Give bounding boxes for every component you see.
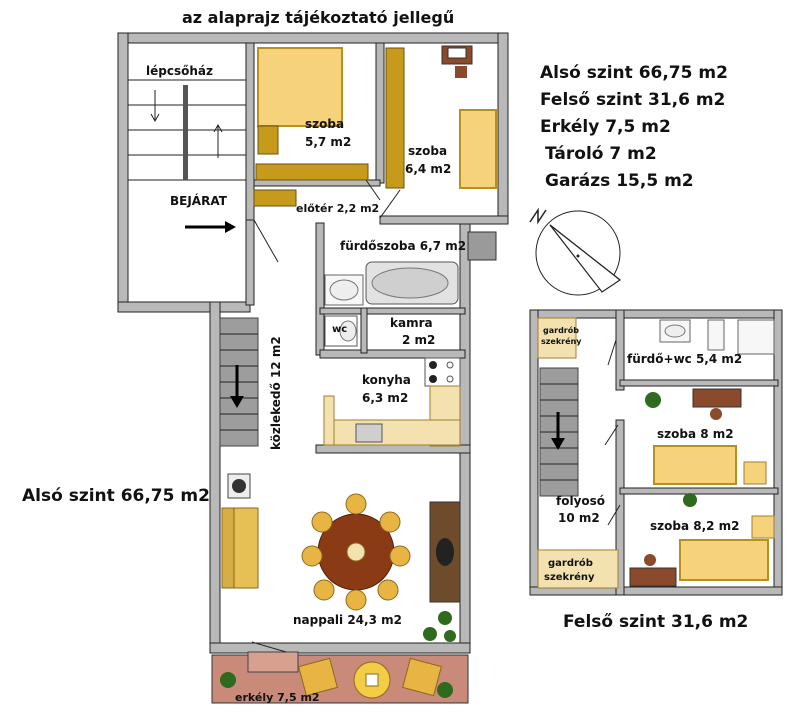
label-upper-hallway-area: 10 m2 [558, 511, 600, 525]
label-upper-wardrobe-top-1: gardrób [543, 325, 579, 335]
label-upper-bath-wc: fürdő+wc 5,4 m2 [627, 352, 742, 366]
upper-floor-caption: Felső szint 31,6 m2 [563, 612, 748, 632]
page-title: az alaprajz tájékoztató jellegű [182, 8, 454, 27]
plant-icon [423, 611, 456, 642]
bathroom-fixtures [324, 231, 497, 306]
label-kitchen-area: 6,3 m2 [362, 391, 408, 405]
label-kitchen: konyha [362, 373, 411, 387]
label-living-room: nappali 24,3 m2 [293, 613, 402, 627]
lower-floor-caption: Alsó szint 66,75 m2 [22, 486, 210, 506]
label-upper-wardrobe-top-2: szekrény [541, 336, 582, 346]
plant-icon [683, 493, 697, 507]
label-pantry: kamra [390, 316, 433, 330]
plant-icon [220, 672, 236, 688]
label-room-1-area: 5,7 m2 [305, 135, 351, 149]
lower-floor-plan: lépcsőház BEJÁRAT szoba 5,7 m2 szoba 6,4… [117, 32, 509, 704]
dining-chair-icon [301, 493, 411, 611]
upper-furniture [537, 317, 775, 589]
entrance-arrow-icon [185, 221, 236, 233]
summary-balcony: Erkély 7,5 m2 [540, 117, 671, 137]
summary-lower-floor: Alsó szint 66,75 m2 [540, 63, 728, 83]
label-stairwell: lépcsőház [146, 64, 213, 78]
plant-icon [645, 392, 661, 408]
label-upper-wardrobe-bottom-1: gardrób [548, 557, 593, 569]
wc-fixtures [324, 315, 358, 347]
summary-garage: Garázs 15,5 m2 [545, 171, 694, 191]
label-bathroom: fürdőszoba 6,7 m2 [340, 239, 466, 253]
room-1-door [365, 179, 381, 201]
label-upper-hallway: folyosó [556, 494, 605, 508]
living-room-furniture [221, 473, 461, 642]
label-room-1: szoba [305, 117, 344, 131]
summary-upper-floor: Felső szint 31,6 m2 [540, 90, 725, 110]
label-corridor: közlekedő 12 m2 [269, 336, 283, 450]
balcony [211, 641, 469, 704]
upper-floor-plan: gardrób szekrény fürdő+wc 5,4 m2 szoba 8… [529, 309, 783, 596]
compass-icon [529, 207, 622, 296]
label-upper-wardrobe-bottom-2: szekrény [544, 571, 595, 583]
entrance-door [253, 219, 279, 263]
label-pantry-area: 2 m2 [402, 333, 435, 347]
room-1-furniture [253, 47, 369, 207]
plant-icon [437, 682, 453, 698]
stairwell [128, 79, 246, 181]
room-2-door [379, 189, 401, 219]
kitchen-fixtures [323, 357, 461, 447]
label-upper-room-1: szoba 8 m2 [657, 427, 734, 441]
label-balcony: erkély 7,5 m2 [235, 691, 320, 704]
room-2-furniture [385, 45, 497, 189]
label-hall: előtér 2,2 m2 [296, 202, 379, 215]
label-entrance: BEJÁRAT [170, 193, 228, 208]
area-summary: Alsó szint 66,75 m2 Felső szint 31,6 m2 … [540, 63, 728, 191]
summary-storage: Tároló 7 m2 [545, 144, 657, 164]
lower-stairs [219, 317, 259, 447]
label-upper-room-2: szoba 8,2 m2 [650, 519, 740, 533]
label-room-2: szoba [408, 144, 447, 158]
label-room-2-area: 6,4 m2 [405, 162, 451, 176]
label-wc: wc [332, 324, 347, 335]
